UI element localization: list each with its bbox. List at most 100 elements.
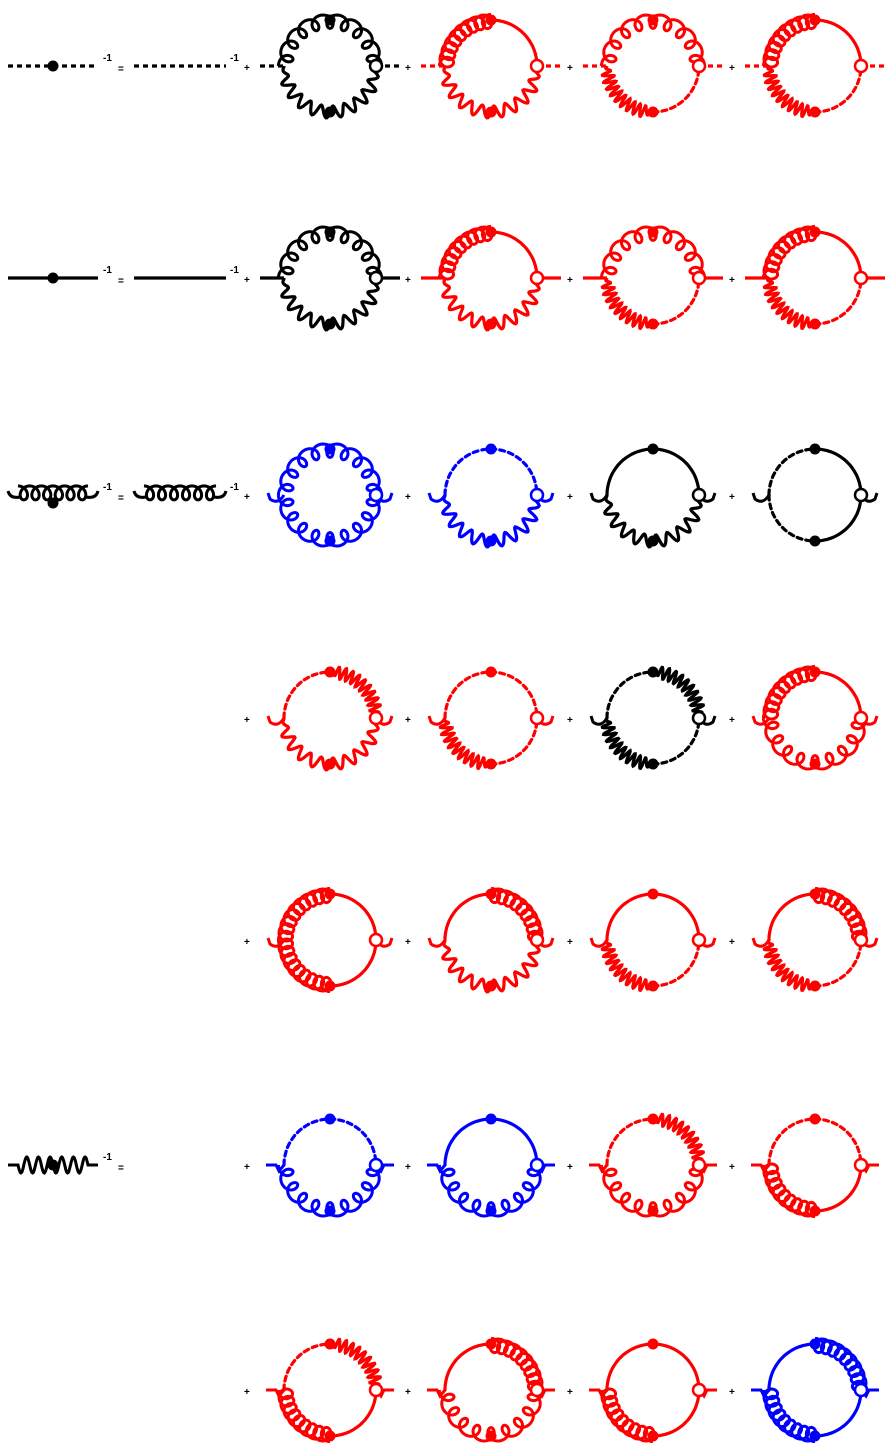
loop-top-propagator-part2 bbox=[652, 665, 706, 719]
lhs-dressed-blob bbox=[47, 497, 59, 509]
loop-top-propagator bbox=[443, 670, 539, 720]
dressed-vertex-top bbox=[647, 443, 659, 455]
plus-sign: + bbox=[405, 63, 411, 74]
plus-sign: + bbox=[244, 1387, 250, 1398]
dressed-vertex-top bbox=[324, 1113, 336, 1125]
dressed-vertex-top bbox=[324, 14, 336, 26]
dressed-vertex-top bbox=[809, 443, 821, 455]
loop-top-propagator bbox=[605, 892, 701, 942]
dressed-vertex-top bbox=[324, 666, 336, 678]
dressed-vertex-top bbox=[324, 1338, 336, 1350]
loop-top-propagator bbox=[767, 1117, 863, 1167]
bare-vertex-right bbox=[853, 932, 869, 948]
dressed-vertex-top bbox=[485, 1338, 497, 1350]
loop-top-propagator bbox=[599, 13, 707, 67]
loop-bottom-propagator-part1 bbox=[600, 65, 654, 119]
lhs-dressed-blob bbox=[47, 1159, 59, 1171]
bare-vertex-right bbox=[368, 58, 384, 74]
bare-vertex-right bbox=[368, 1157, 384, 1173]
dressed-vertex-bottom bbox=[809, 758, 821, 770]
external-leg-left bbox=[266, 1163, 286, 1174]
bare-vertex-right bbox=[368, 487, 384, 503]
dressed-vertex-bottom bbox=[324, 1205, 336, 1217]
external-leg-left bbox=[427, 1388, 447, 1399]
plus-sign: + bbox=[567, 1387, 573, 1398]
loop-bottom-propagator-part1 bbox=[600, 277, 654, 331]
self-energy-loop-diagram-3-4 bbox=[266, 1337, 394, 1443]
loop-top-propagator-part2 bbox=[812, 1336, 869, 1393]
loop-top-propagator-part1 bbox=[761, 664, 818, 721]
lhs-dressed-blob bbox=[47, 60, 59, 72]
dressed-vertex-bottom bbox=[324, 318, 336, 330]
self-energy-loop-diagram-2-8 bbox=[266, 886, 394, 994]
loop-bottom-propagator-part2 bbox=[813, 276, 863, 326]
bare-vertex-right bbox=[691, 932, 707, 948]
loop-bottom-propagator-part1 bbox=[599, 1387, 656, 1443]
lhs-full-propagator-2 bbox=[6, 484, 100, 509]
loop-top-propagator-part1 bbox=[605, 670, 655, 720]
bare-vertex-right bbox=[529, 1157, 545, 1173]
dressed-vertex-bottom bbox=[485, 1205, 497, 1217]
loop-top-propagator-part1 bbox=[767, 892, 817, 942]
gluon-end-left bbox=[132, 490, 147, 499]
self-energy-loop-diagram-0-2 bbox=[583, 13, 723, 119]
dressed-vertex-top bbox=[809, 1113, 821, 1125]
dressed-vertex-bottom bbox=[809, 106, 821, 118]
plus-sign: + bbox=[405, 492, 411, 503]
self-energy-loop-diagram-3-5 bbox=[427, 1336, 555, 1443]
plus-sign: + bbox=[729, 1162, 735, 1173]
self-energy-loop-diagram-2-6 bbox=[589, 665, 717, 771]
equals-sign: = bbox=[118, 493, 124, 504]
plus-sign: + bbox=[405, 937, 411, 948]
self-energy-loop-diagram-1-2 bbox=[583, 225, 723, 331]
tree-level-propagator-2 bbox=[132, 484, 228, 502]
loop-bottom-propagator-part2 bbox=[489, 716, 539, 766]
self-energy-loop-diagram-2-4 bbox=[266, 665, 394, 772]
bare-vertex-right bbox=[853, 1382, 869, 1398]
self-energy-loop-diagram-0-1 bbox=[421, 12, 561, 120]
loop-bottom-propagator bbox=[599, 1164, 707, 1218]
lhs-full-propagator-3 bbox=[8, 1155, 98, 1175]
inverse-superscript: -1 bbox=[103, 1152, 112, 1163]
dressed-vertex-bottom bbox=[647, 758, 659, 770]
plus-sign: + bbox=[244, 492, 250, 503]
self-energy-loop-diagram-2-5 bbox=[427, 666, 555, 771]
dressed-vertex-bottom bbox=[647, 535, 659, 547]
loop-top-propagator-part2 bbox=[652, 1112, 706, 1166]
dressed-vertex-top bbox=[485, 888, 497, 900]
dressed-vertex-top bbox=[809, 226, 821, 238]
loop-top-propagator-part2 bbox=[488, 1336, 545, 1393]
loop-top-propagator-part2 bbox=[488, 886, 545, 943]
dressed-vertex-top bbox=[647, 1113, 659, 1125]
external-leg-left bbox=[427, 1163, 447, 1174]
loop-bottom-propagator bbox=[276, 494, 384, 548]
loop-top-propagator bbox=[282, 1117, 378, 1167]
self-energy-loop-diagram-2-9 bbox=[427, 886, 555, 994]
dressed-vertex-bottom bbox=[647, 318, 659, 330]
dressed-vertex-bottom bbox=[485, 980, 497, 992]
plus-sign: + bbox=[567, 1162, 573, 1173]
self-energy-loop-diagram-2-1 bbox=[427, 443, 555, 549]
bare-vertex-right bbox=[853, 1157, 869, 1173]
loop-bottom-propagator-part2 bbox=[651, 64, 701, 114]
gluon-end-right bbox=[213, 490, 228, 499]
bare-vertex-right bbox=[691, 487, 707, 503]
loop-top-propagator-part1 bbox=[276, 886, 333, 943]
equals-sign: = bbox=[118, 276, 124, 287]
dressed-vertex-bottom bbox=[485, 758, 497, 770]
dressed-vertex-top bbox=[647, 14, 659, 26]
bare-vertex-right bbox=[691, 1157, 707, 1173]
loop-bottom-propagator-part1 bbox=[767, 493, 817, 543]
plus-sign: + bbox=[567, 715, 573, 726]
dressed-vertex-top bbox=[485, 226, 497, 238]
bare-vertex-right bbox=[368, 1382, 384, 1398]
plus-sign: + bbox=[729, 1387, 735, 1398]
bare-vertex-right bbox=[691, 710, 707, 726]
plus-sign: + bbox=[729, 492, 735, 503]
plus-sign: + bbox=[729, 937, 735, 948]
loop-bottom-propagator-part2 bbox=[813, 1163, 863, 1213]
loop-bottom-propagator-part2 bbox=[651, 1388, 701, 1438]
loop-bottom-propagator bbox=[437, 1389, 545, 1443]
self-energy-loop-diagram-0-3 bbox=[745, 12, 885, 119]
self-energy-loop-diagram-2-10 bbox=[589, 888, 717, 993]
